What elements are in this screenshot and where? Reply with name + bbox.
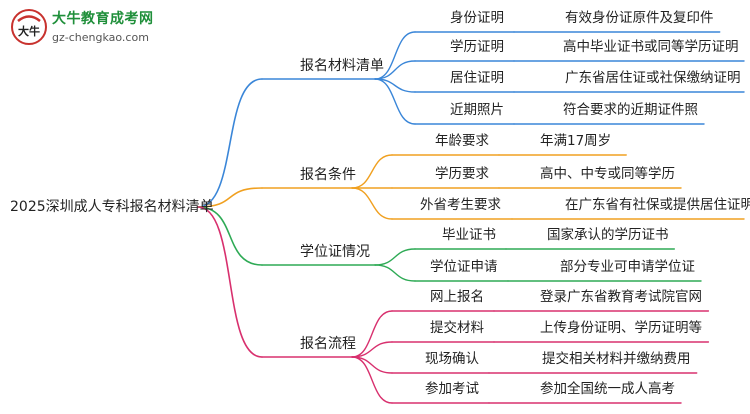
root-to-branch-connector <box>197 206 263 266</box>
branch-to-item-connector <box>374 60 416 80</box>
item-label: 外省考生要求 <box>420 197 501 213</box>
item-label: 提交材料 <box>430 320 484 336</box>
item-detail: 有效身份证原件及复印件 <box>565 10 714 26</box>
branch-label: 报名材料清单 <box>300 58 384 74</box>
item-detail: 广东省居住证或社保缴纳证明 <box>565 70 741 86</box>
item-detail: 高中毕业证书或同等学历证明 <box>563 39 739 55</box>
svg-text:大牛: 大牛 <box>18 24 40 38</box>
branch-to-item-connector <box>374 264 416 282</box>
item-detail: 上传身份证明、学历证明等 <box>540 320 702 336</box>
mindmap-root: 2025深圳成人专科报名材料清单 <box>10 199 214 215</box>
item-label: 学位证申请 <box>430 259 498 275</box>
branch-to-item-connector <box>351 187 393 220</box>
branch-label: 报名条件 <box>300 167 356 183</box>
item-label: 现场确认 <box>425 351 479 367</box>
item-detail: 部分专业可申请学位证 <box>560 259 695 275</box>
branch-to-item-connector <box>351 310 393 358</box>
item-detail: 年满17周岁 <box>540 133 612 149</box>
branch-label: 学位证情况 <box>300 244 370 260</box>
item-label: 参加考试 <box>425 381 479 397</box>
root-to-branch-connector <box>197 206 263 358</box>
branch-label: 报名流程 <box>300 336 356 352</box>
item-label: 学历证明 <box>450 39 504 55</box>
branch-to-item-connector <box>351 154 393 189</box>
branch-to-item-connector <box>374 248 416 266</box>
site-url: gz-chengkao.com <box>52 31 149 44</box>
item-label: 近期照片 <box>450 102 504 118</box>
bull-logo-icon: 大牛 <box>11 9 47 45</box>
branch-to-item-connector <box>351 356 393 404</box>
item-detail: 参加全国统一成人高考 <box>540 381 675 397</box>
branch-to-item-connector <box>351 341 393 358</box>
item-label: 网上报名 <box>430 289 484 305</box>
branch-to-item-connector <box>374 78 416 125</box>
branch-to-item-connector <box>351 356 393 374</box>
item-label: 毕业证书 <box>442 227 496 243</box>
branch-to-item-connector <box>374 31 416 80</box>
item-detail: 符合要求的近期证件照 <box>563 102 698 118</box>
site-logo[interactable]: 大牛 大牛教育成考网 gz-chengkao.com <box>6 4 176 50</box>
item-detail: 提交相关材料并缴纳费用 <box>542 351 691 367</box>
root-to-branch-connector <box>197 78 263 208</box>
item-label: 身份证明 <box>450 10 504 26</box>
root-to-branch-connector <box>197 187 263 208</box>
item-detail: 在广东省有社保或提供居住证明 <box>565 197 750 213</box>
item-detail: 国家承认的学历证书 <box>547 227 669 243</box>
item-label: 居住证明 <box>450 70 504 86</box>
item-label: 年龄要求 <box>435 133 489 149</box>
item-label: 学历要求 <box>435 166 489 182</box>
site-name: 大牛教育成考网 <box>52 11 154 27</box>
item-detail: 登录广东省教育考试院官网 <box>540 289 702 305</box>
item-detail: 高中、中专或同等学历 <box>540 166 675 182</box>
